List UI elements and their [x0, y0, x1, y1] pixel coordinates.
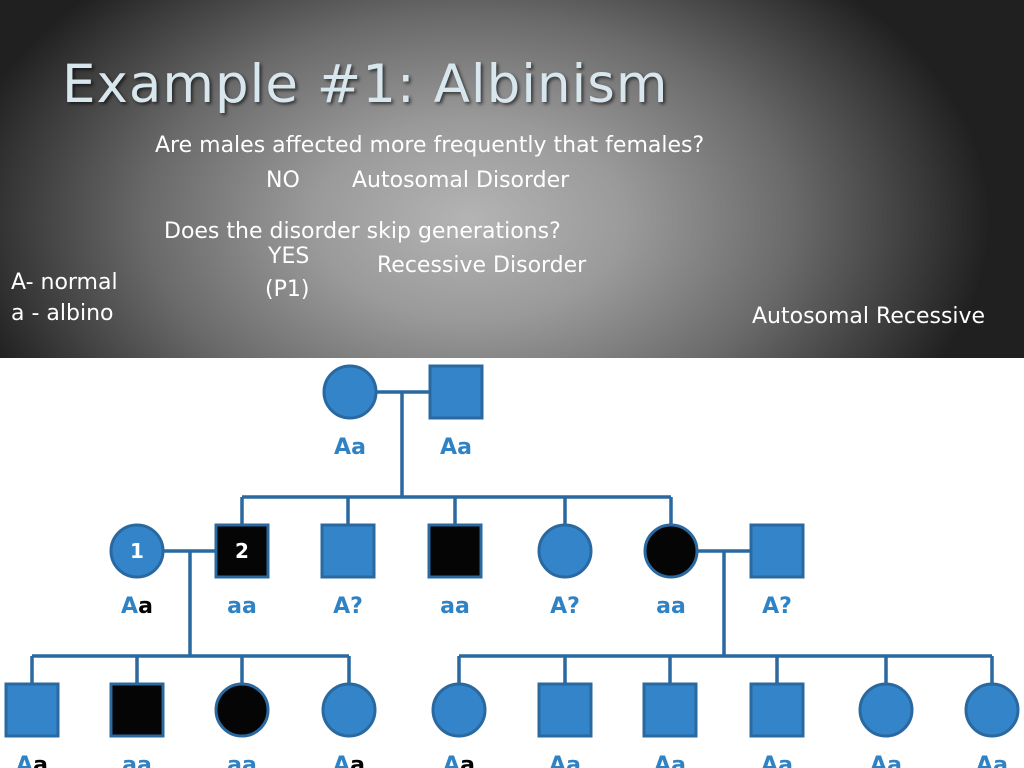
gen1-individual-female-unaffected: [322, 364, 378, 420]
genotype-label: Aa: [654, 753, 686, 768]
genotype-label: A?: [333, 594, 363, 619]
final-conclusion: Autosomal Recessive: [752, 304, 986, 329]
genotype-label: Aa: [121, 594, 153, 619]
gen3-individual-female-unaffected: [964, 682, 1020, 738]
genotype-label: aa: [122, 753, 152, 768]
genotype-label: aa: [440, 594, 470, 619]
genotype-label: Aa: [334, 435, 366, 460]
question-male-frequency: Are males affected more frequently that …: [155, 133, 705, 158]
genotype-label: Aa: [443, 753, 475, 768]
legend-albino: a - albino: [11, 301, 114, 326]
slide-header-panel: Example #1: Albinism Are males affected …: [0, 0, 1024, 358]
gen2-individual-male-affected: [214, 523, 270, 579]
gen3-individual-male-affected: [109, 682, 165, 738]
gen2-individual-male-unaffected: [320, 523, 376, 579]
genotype-label: A?: [550, 594, 580, 619]
gen3-individual-female-unaffected: [858, 682, 914, 738]
individual-number: 1: [130, 539, 144, 563]
answer-p1: (P1): [265, 277, 310, 302]
gen2-individual-male-affected: [427, 523, 483, 579]
pedigree-lines: [30, 390, 994, 684]
answer-yes: YES: [268, 244, 310, 269]
gen2-individual-female-unaffected: [537, 523, 593, 579]
gen3-individual-female-affected: [214, 682, 270, 738]
gen2-individual-female-unaffected: [109, 523, 165, 579]
gen3-individual-female-unaffected: [431, 682, 487, 738]
genotype-label: aa: [656, 594, 686, 619]
genotype-label: Aa: [333, 753, 365, 768]
genotype-label: Aa: [16, 753, 48, 768]
genotype-label: Aa: [870, 753, 902, 768]
genotype-label: Aa: [976, 753, 1008, 768]
individual-number: 2: [235, 539, 249, 563]
gen3-individual-male-unaffected: [749, 682, 805, 738]
conclusion-autosomal: Autosomal Disorder: [352, 168, 570, 193]
question-skip-generations: Does the disorder skip generations?: [164, 219, 561, 244]
gen1-individual-male-unaffected: [428, 364, 484, 420]
gen3-individual-male-unaffected: [642, 682, 698, 738]
genotype-label: A?: [762, 594, 792, 619]
gen3-individual-male-unaffected: [4, 682, 60, 738]
answer-no: NO: [266, 168, 300, 193]
genotype-label: aa: [227, 594, 257, 619]
genotype-label: aa: [227, 753, 257, 768]
genotype-label: Aa: [440, 435, 472, 460]
legend-normal: A- normal: [11, 270, 118, 295]
gen2-individual-female-affected: [643, 523, 699, 579]
genotype-label: Aa: [761, 753, 793, 768]
conclusion-recessive: Recessive Disorder: [377, 253, 587, 278]
gen2-individual-male-unaffected: [749, 523, 805, 579]
slide-title: Example #1: Albinism: [62, 54, 669, 115]
gen3-individual-male-unaffected: [537, 682, 593, 738]
genotype-label: Aa: [549, 753, 581, 768]
gen3-individual-female-unaffected: [321, 682, 377, 738]
